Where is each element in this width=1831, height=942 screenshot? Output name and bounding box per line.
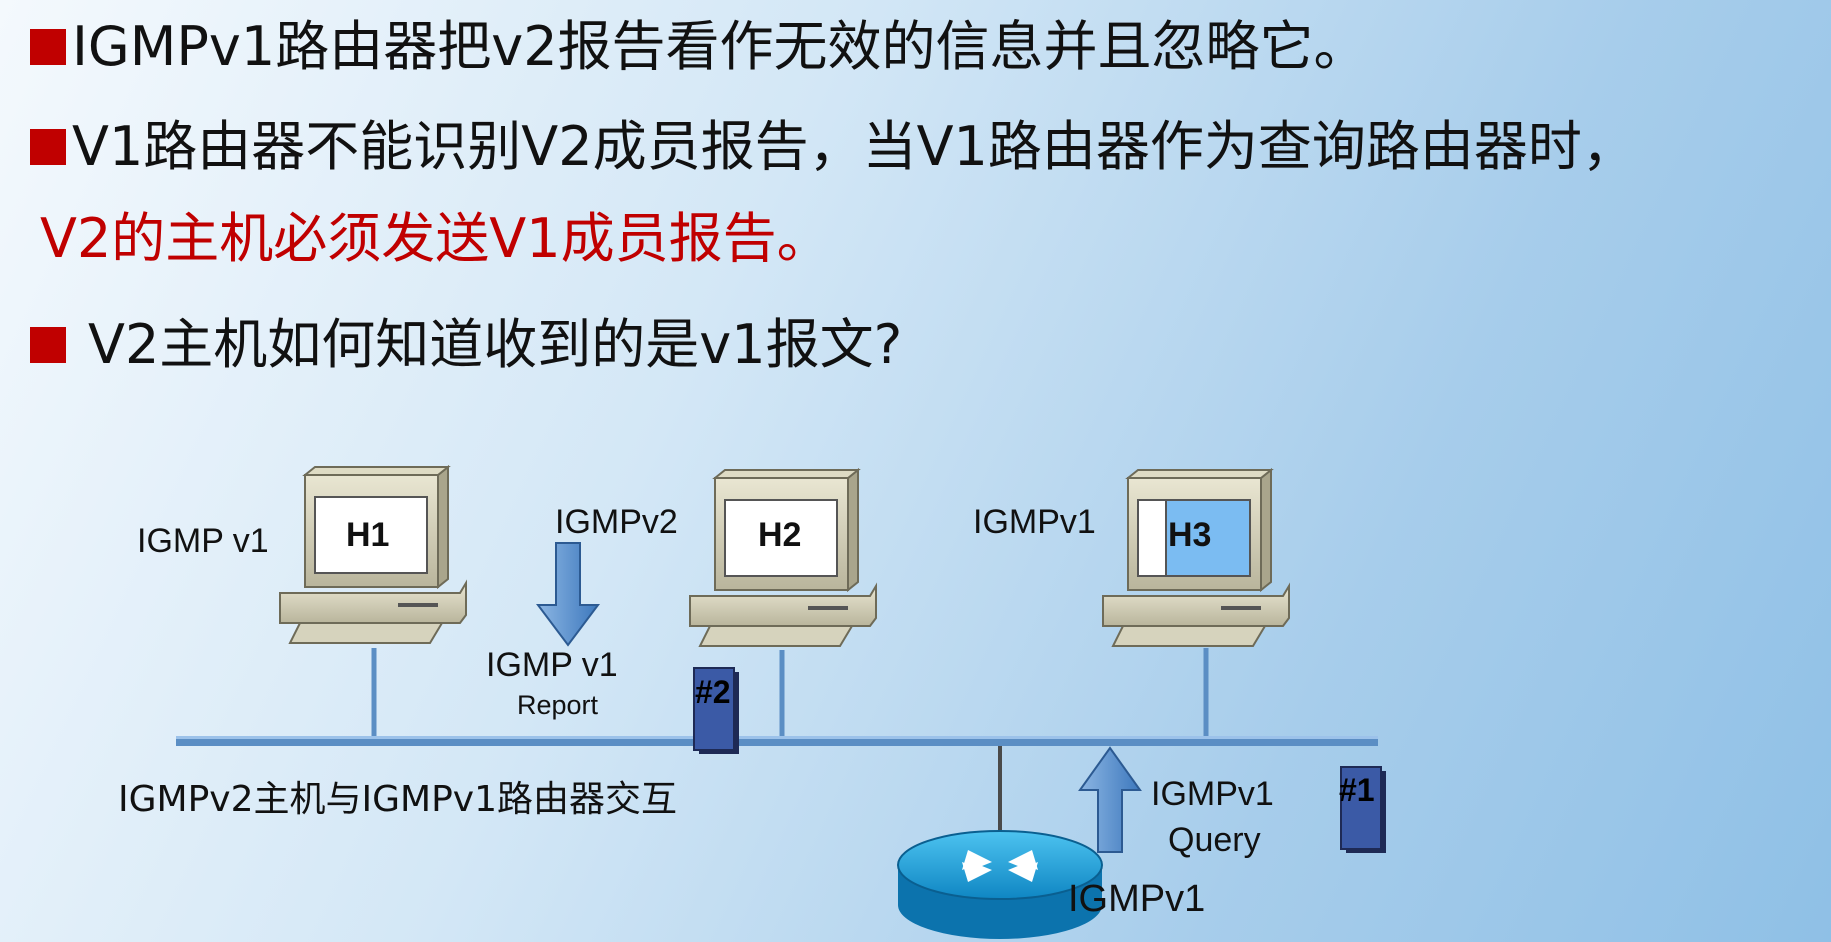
bullet-text-4: V2主机如何知道收到的是v1报文? bbox=[88, 313, 903, 376]
report-type-label: Report bbox=[517, 690, 599, 720]
h3-computer-icon bbox=[1102, 467, 1290, 647]
h3-version-label: IGMPv1 bbox=[973, 503, 1096, 541]
bullet-square-icon bbox=[30, 29, 66, 65]
router-icon bbox=[897, 830, 1103, 939]
h2-report-version-label: IGMPv2 bbox=[555, 503, 678, 541]
bullet-text-3: V2的主机必须发送V1成员报告。 bbox=[40, 207, 831, 270]
router-version-label: IGMPv1 bbox=[1068, 878, 1206, 920]
network-bus bbox=[176, 736, 1378, 746]
report-down-arrow-icon bbox=[536, 542, 600, 647]
bullet-text-1: IGMPv1路由器把v2报告看作无效的信息并且忽略它。 bbox=[72, 15, 1368, 78]
marker-2-block bbox=[693, 667, 739, 754]
h1-name-label: H1 bbox=[346, 516, 390, 554]
bullet-text-2: V1路由器不能识别V2成员报告，当V1路由器作为查询路由器时， bbox=[72, 115, 1636, 178]
bullet-line-4: V2主机如何知道收到的是v1报文? bbox=[30, 318, 902, 372]
bullet-square-icon bbox=[30, 129, 66, 165]
marker-1-label: #1 bbox=[1339, 772, 1375, 808]
marker-2-label: #2 bbox=[695, 674, 731, 710]
bullet-line-1: IGMPv1路由器把v2报告看作无效的信息并且忽略它。 bbox=[30, 20, 1368, 74]
query-type-label: Query bbox=[1168, 821, 1261, 859]
query-up-arrow-icon bbox=[1078, 746, 1142, 853]
h1-version-label: IGMP v1 bbox=[137, 522, 269, 560]
bullet-square-icon bbox=[30, 327, 66, 363]
diagram-caption: IGMPv2主机与IGMPv1路由器交互 bbox=[118, 779, 677, 820]
h1-computer-icon bbox=[279, 464, 467, 644]
bullet-line-2: V1路由器不能识别V2成员报告，当V1路由器作为查询路由器时， bbox=[30, 120, 1636, 174]
h2-computer-icon bbox=[689, 467, 877, 647]
report-send-version-label: IGMP v1 bbox=[486, 646, 618, 684]
marker-1-block bbox=[1340, 766, 1386, 853]
h3-name-label: H3 bbox=[1168, 516, 1212, 554]
bullet-line-3: V2的主机必须发送V1成员报告。 bbox=[40, 212, 831, 266]
h2-name-label: H2 bbox=[758, 516, 802, 554]
query-version-label: IGMPv1 bbox=[1151, 775, 1274, 813]
